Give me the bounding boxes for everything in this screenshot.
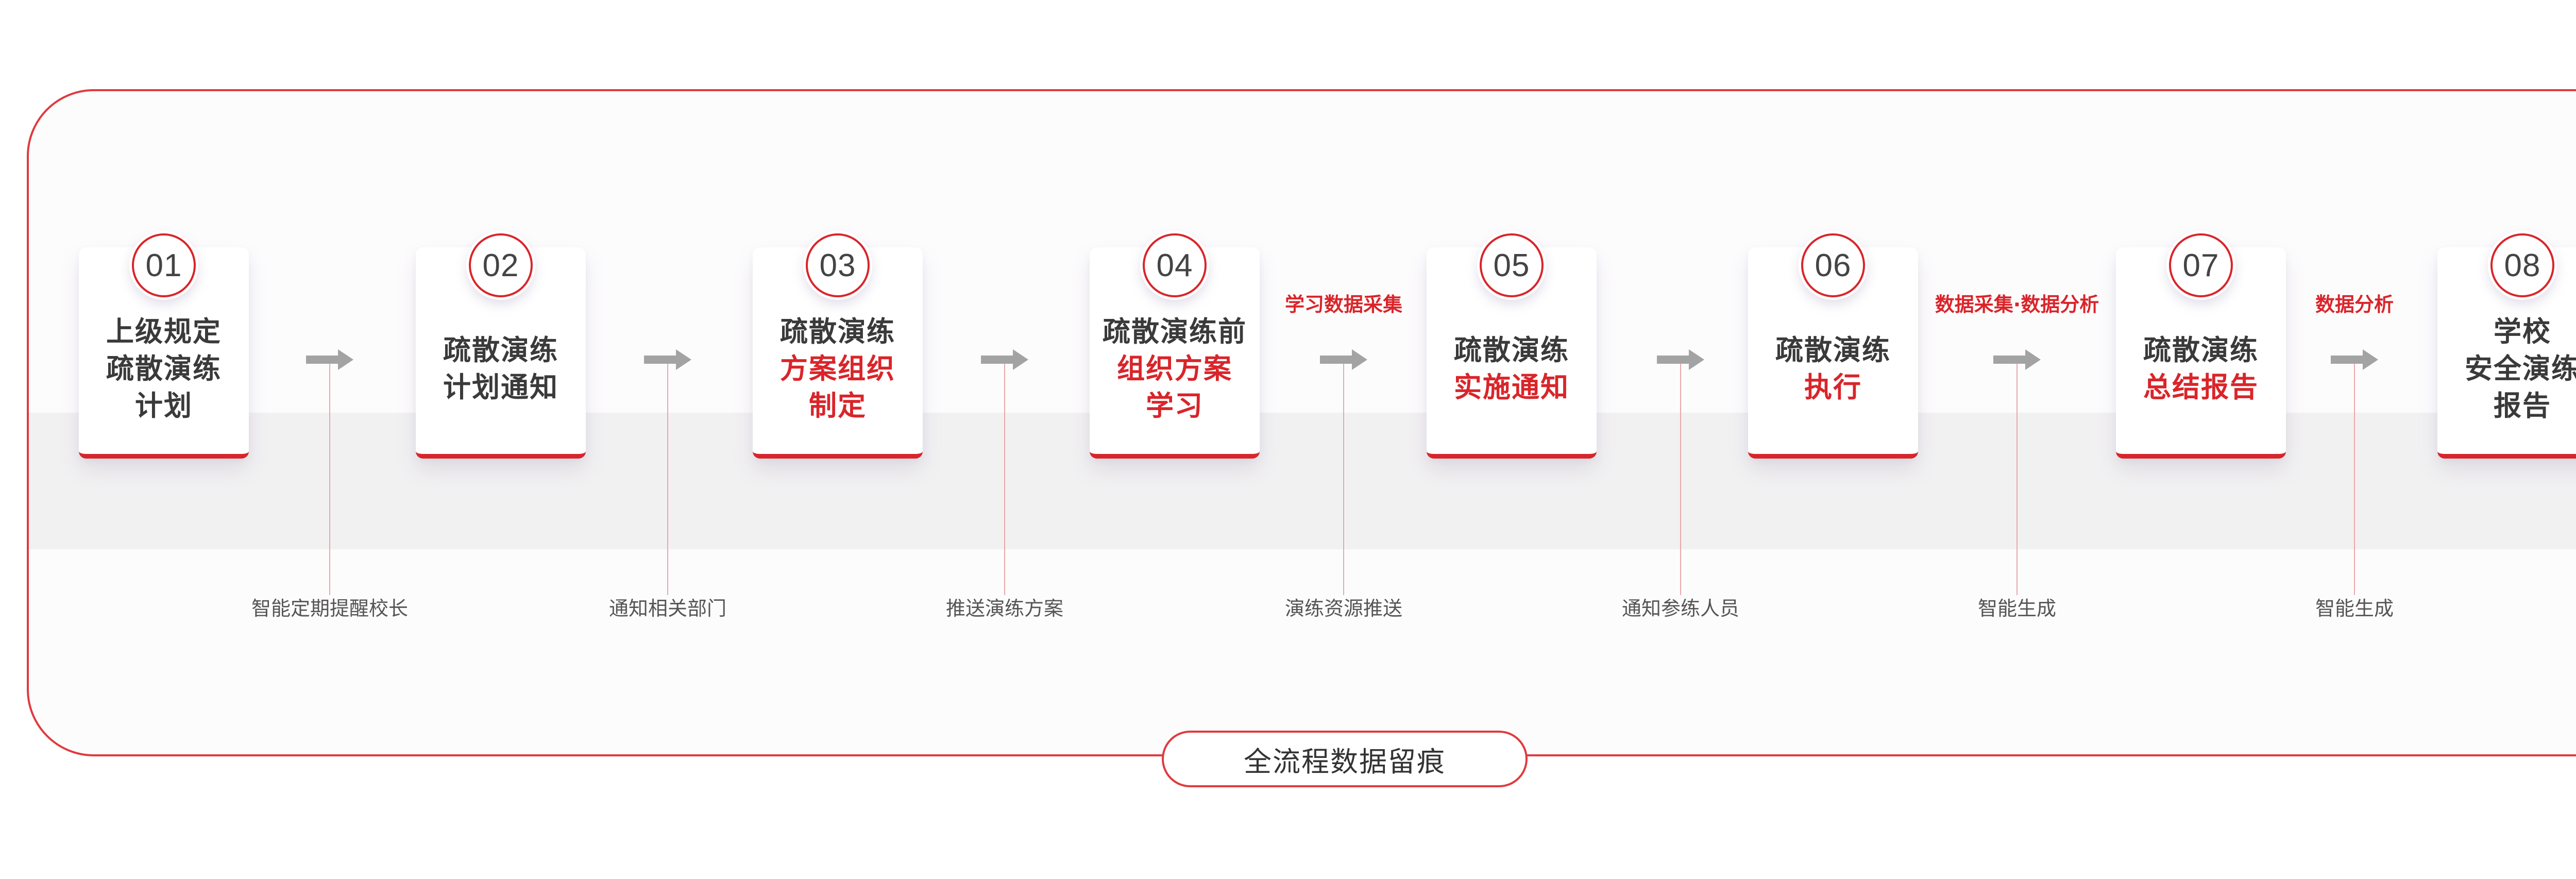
step-03-line-1: 疏散演练: [780, 315, 895, 348]
footer-pill: 全流程数据留痕: [1162, 731, 1528, 787]
step-number: 03: [819, 247, 856, 283]
step-number: 04: [1156, 247, 1193, 283]
badge-ring: 03: [806, 233, 870, 297]
step-04-line-2: 组织方案: [1117, 352, 1232, 385]
step-06-line-2: 执行: [1804, 370, 1862, 403]
step-07-line-1: 疏散演练: [2143, 333, 2259, 366]
connector-leader-line: [1004, 363, 1005, 595]
step-number: 07: [2182, 247, 2219, 283]
footer-label: 全流程数据留痕: [1244, 745, 1446, 778]
connector-note: 智能生成: [2315, 597, 2394, 620]
step-04-line-1: 疏散演练前: [1103, 315, 1247, 348]
step-number: 06: [1815, 247, 1852, 283]
step-number-badge: 01: [129, 231, 198, 300]
badge-ring: 01: [132, 233, 196, 297]
step-number-badge: 03: [803, 231, 872, 300]
badge-ring: 08: [2490, 233, 2554, 297]
step-01-line-1: 上级规定: [106, 315, 222, 348]
step-08-line-1: 学校: [2494, 315, 2551, 348]
connector-leader-line: [1680, 363, 1681, 595]
connector-data-label: 学习数据采集: [1284, 293, 1403, 316]
connector-data-label: 数据分析: [2315, 293, 2394, 316]
connector-leader-line: [2016, 363, 2018, 595]
arrow-right-icon: [981, 349, 1028, 370]
badge-ring: 05: [1480, 233, 1544, 297]
step-04-line-3: 学习: [1146, 389, 1204, 422]
arrow-right-icon: [1657, 349, 1704, 370]
step-card-01: 上级规定疏散演练计划: [79, 247, 249, 459]
arrow-right-icon: [1993, 349, 2041, 370]
step-01-line-2: 疏散演练: [106, 352, 222, 385]
step-05-line-2: 实施通知: [1454, 370, 1569, 403]
connector-note: 推送演练方案: [945, 597, 1064, 620]
connector-leader-line: [329, 363, 330, 595]
step-02-line-1: 疏散演练: [443, 333, 558, 366]
connector-note: 智能定期提醒校长: [251, 597, 409, 620]
connector-note: 智能生成: [1977, 597, 2057, 620]
step-05-line-1: 疏散演练: [1454, 333, 1569, 366]
step-02-line-2: 计划通知: [443, 370, 558, 403]
arrow-right-icon: [644, 349, 691, 370]
step-number-badge: 04: [1140, 231, 1209, 300]
step-number: 01: [145, 247, 182, 283]
step-number-badge: 08: [2488, 231, 2557, 300]
step-number-badge: 07: [2166, 231, 2235, 300]
step-01-line-3: 计划: [135, 389, 193, 422]
badge-ring: 06: [1801, 233, 1865, 297]
step-03-line-3: 制定: [809, 389, 867, 422]
step-06-line-1: 疏散演练: [1775, 333, 1891, 366]
arrow-right-icon: [306, 349, 353, 370]
step-number-badge: 02: [466, 231, 535, 300]
step-number: 08: [2504, 247, 2541, 283]
connector-note: 演练资源推送: [1284, 597, 1403, 620]
connector-note: 通知参练人员: [1621, 597, 1740, 620]
arrow-right-icon: [1320, 349, 1367, 370]
step-number: 05: [1493, 247, 1530, 283]
connector-leader-line: [1343, 363, 1344, 595]
step-number-badge: 05: [1477, 231, 1546, 300]
step-number-badge: 06: [1799, 231, 1868, 300]
connector-note: 通知相关部门: [608, 597, 727, 620]
step-08-line-2: 安全演练: [2465, 352, 2576, 385]
badge-ring: 07: [2169, 233, 2233, 297]
step-08-line-3: 报告: [2494, 389, 2551, 422]
arrow-right-icon: [2331, 349, 2378, 370]
step-03-line-2: 方案组织: [780, 352, 895, 385]
connector-leader-line: [667, 363, 668, 595]
connector-leader-line: [2354, 363, 2355, 595]
step-card-07: 疏散演练总结报告: [2116, 247, 2286, 459]
connector-data-label: 数据采集·数据分析: [1935, 293, 2099, 316]
step-number: 02: [482, 247, 519, 283]
badge-ring: 04: [1143, 233, 1207, 297]
step-07-line-2: 总结报告: [2143, 370, 2259, 403]
badge-ring: 02: [469, 233, 533, 297]
